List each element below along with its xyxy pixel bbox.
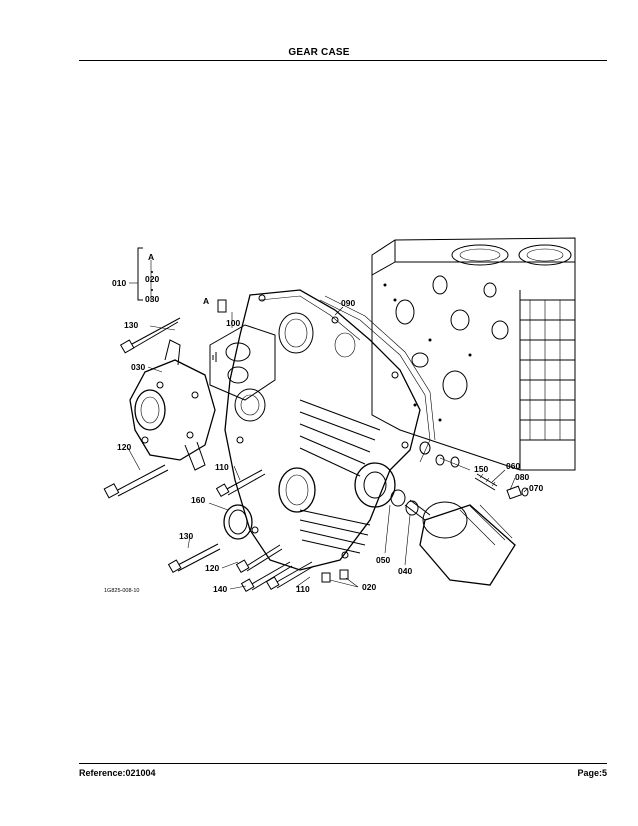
callout-060: 060 [506, 461, 520, 471]
figure-code: 1G825-008-10 [104, 588, 139, 594]
callout-110-lower: 110 [296, 584, 310, 594]
water-pump [129, 339, 216, 471]
callout-150: 150 [474, 464, 488, 474]
gear-case-cover [224, 289, 421, 571]
callout-080: 080 [515, 472, 529, 482]
oil-seal-160 [223, 504, 253, 540]
footer-reference: Reference:021004 [79, 768, 156, 778]
leader-lines [127, 260, 529, 590]
bolt-130-upper [119, 317, 181, 354]
callout-030: 030 [131, 362, 145, 372]
group-bracket-010 [137, 247, 153, 301]
callout-050: 050 [376, 555, 390, 565]
bolt-110-lower [265, 561, 315, 591]
callout-090: 090 [341, 298, 355, 308]
callout-020-group: 020 [145, 274, 159, 284]
callout-160: 160 [191, 495, 205, 505]
footer-divider [79, 763, 607, 764]
callout-120-lower: 120 [205, 563, 219, 573]
bolt-140 [240, 561, 293, 593]
plugs-020 [321, 569, 349, 583]
callout-120-upper: 120 [117, 442, 131, 452]
bolt-120-left [103, 464, 169, 499]
callout-labels: A 010 020 030 A 130 100 090 030 120 110 … [104, 252, 543, 594]
callout-140: 140 [213, 584, 227, 594]
mark-a-2: A [203, 296, 209, 306]
callout-110-upper: 110 [215, 462, 229, 472]
callout-070: 070 [529, 483, 543, 493]
callout-130-lower: 130 [179, 531, 193, 541]
engine-block [371, 237, 576, 471]
oil-filter-040 [404, 499, 516, 586]
mark-a-1: A [148, 252, 154, 262]
callout-010: 010 [112, 278, 126, 288]
bolt-120-lower [235, 544, 283, 574]
callout-030-group: 030 [145, 294, 159, 304]
bolt-110-upper [215, 469, 266, 498]
callout-040: 040 [398, 566, 412, 576]
callout-020-plugs: 020 [362, 582, 376, 592]
callout-130-upper: 130 [124, 320, 138, 330]
footer-page-number: Page:5 [577, 768, 607, 778]
page-title: GEAR CASE [288, 47, 350, 58]
filter-bracket-050 [354, 462, 406, 508]
callout-100: 100 [226, 318, 240, 328]
header-divider [79, 60, 607, 61]
bolt-130-lower [167, 543, 221, 574]
thermostat-housing [209, 299, 276, 401]
